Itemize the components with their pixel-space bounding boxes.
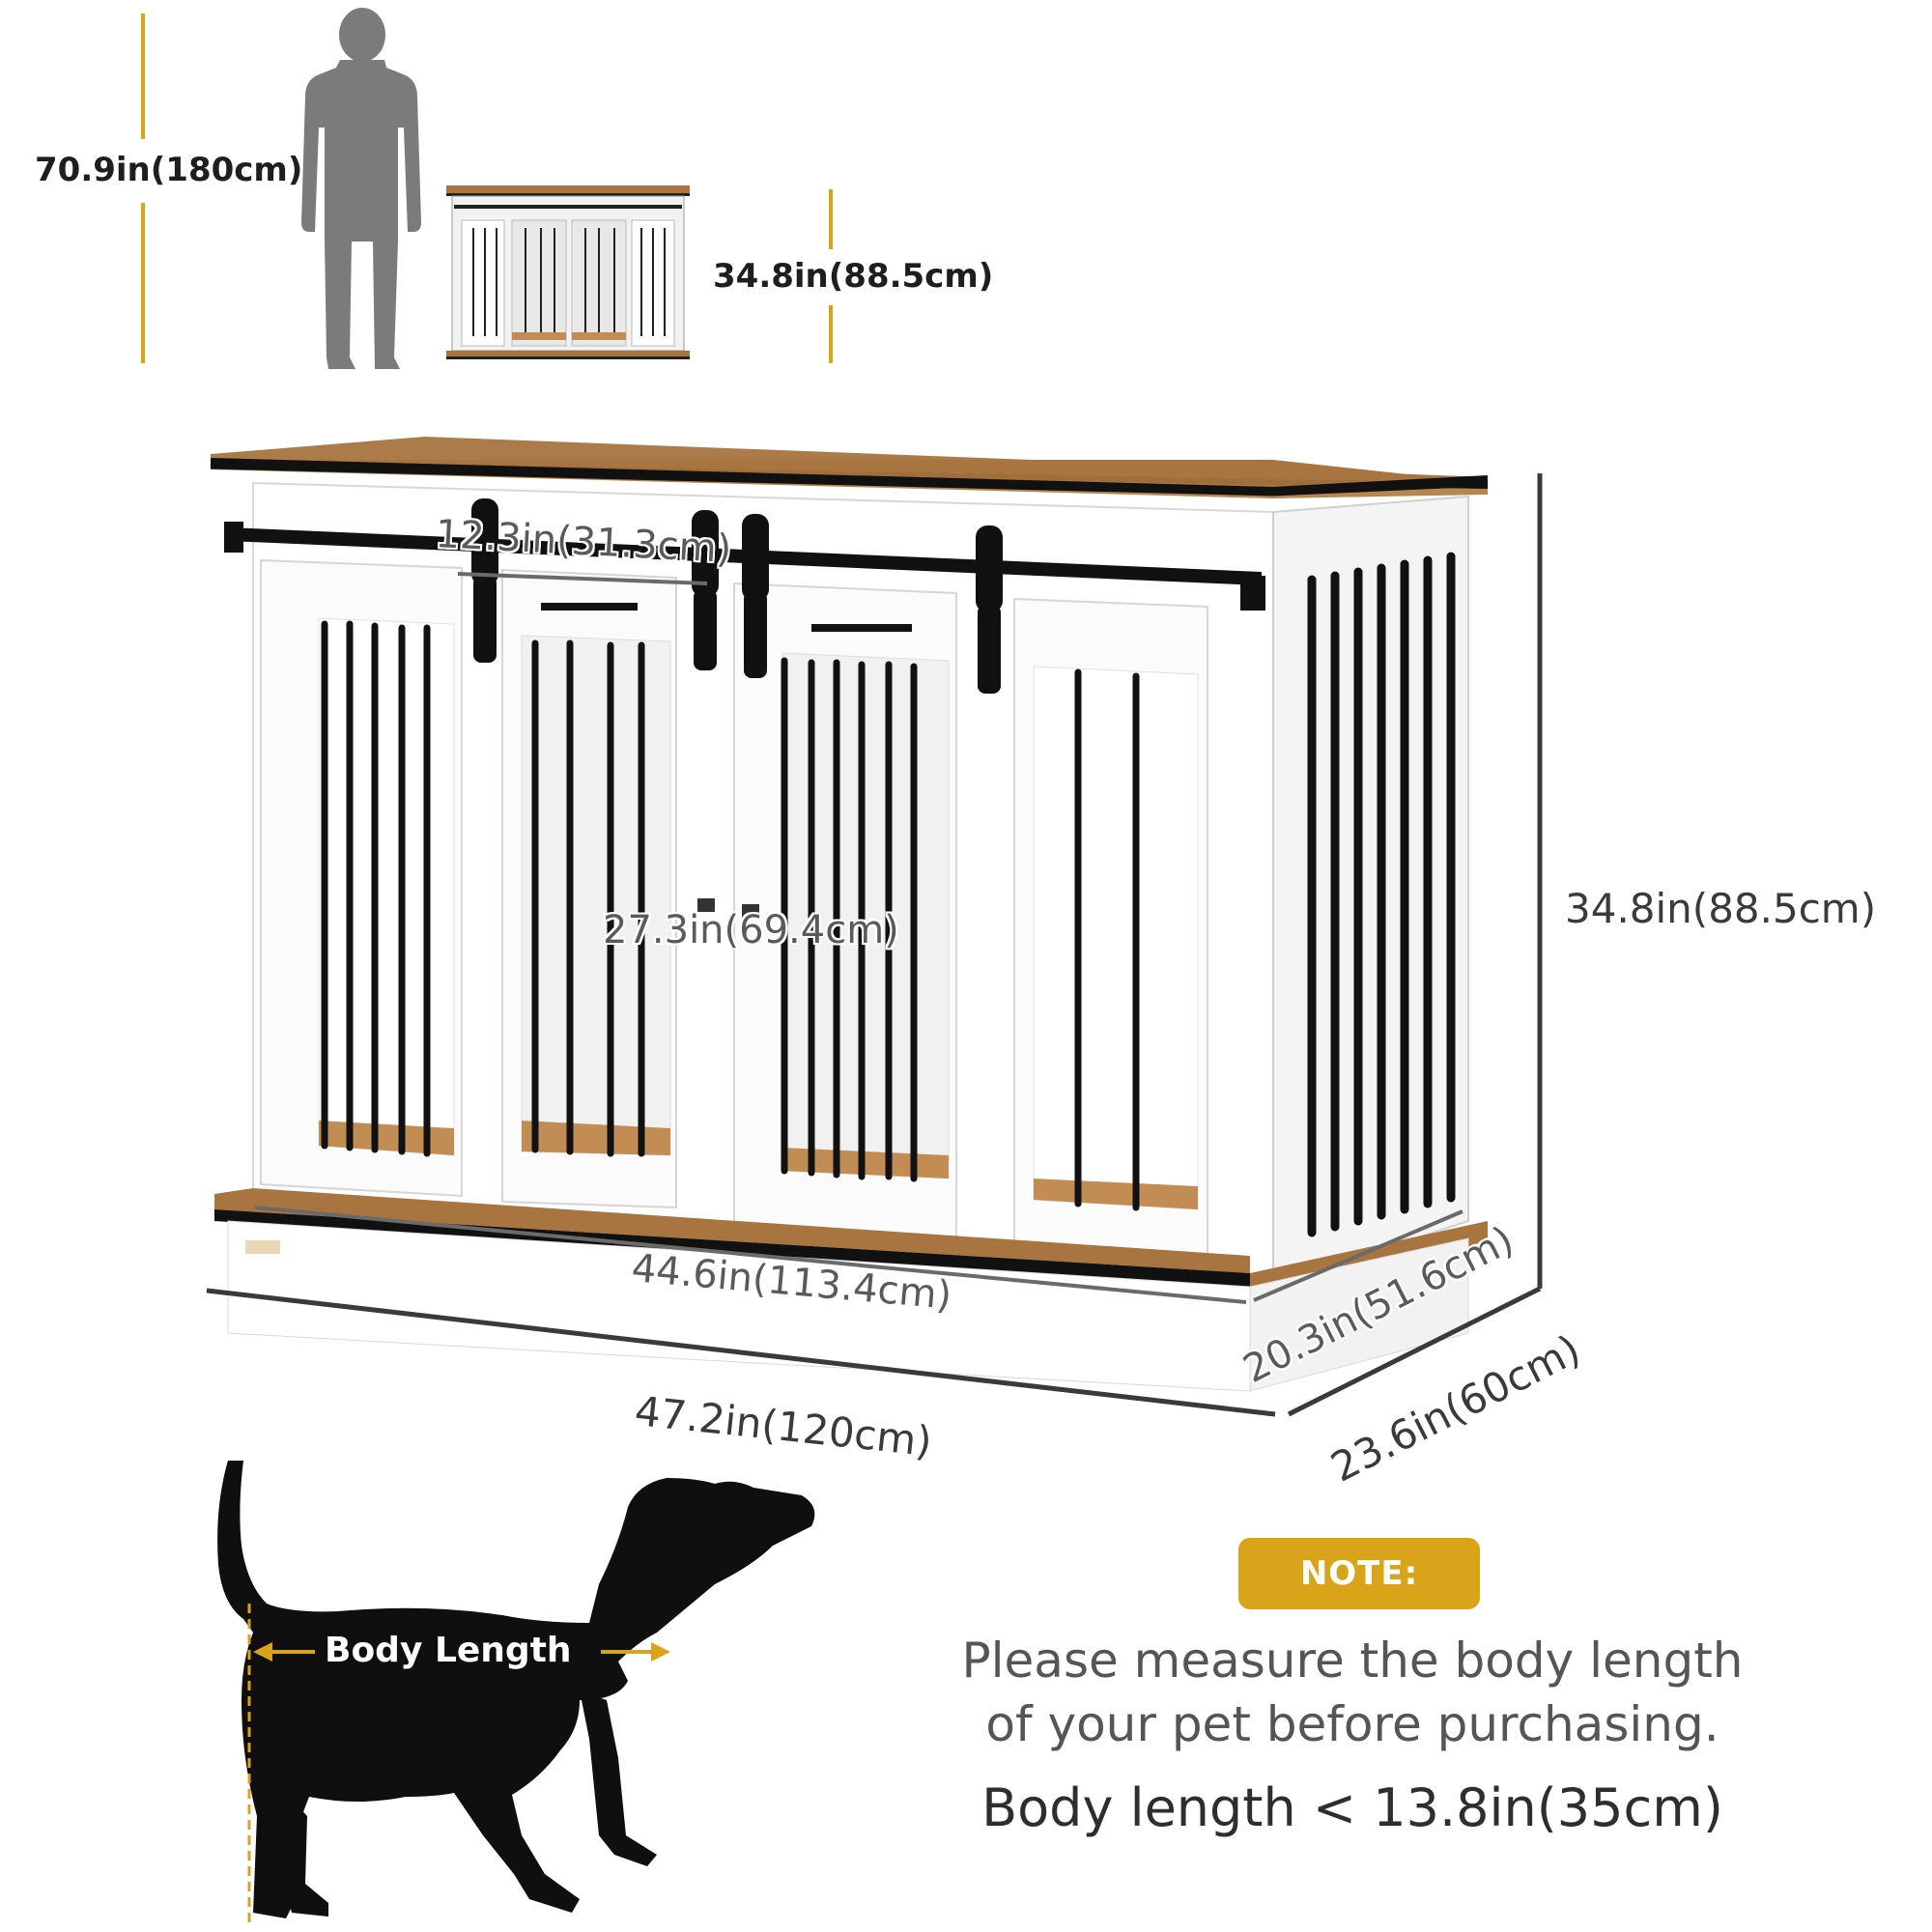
body-length-limit: Body length < 13.8in(35cm) <box>981 1777 1723 1838</box>
body-length-label: Body Length <box>325 1631 572 1670</box>
dog-silhouette <box>217 1461 815 1922</box>
cabinet-height-label: 34.8in(88.5cm) <box>1565 885 1877 932</box>
note-line-2: of your pet before purchasing. <box>985 1696 1719 1752</box>
scale-comparison <box>141 8 833 369</box>
note-badge: NOTE: <box>1238 1538 1480 1609</box>
cabinet-illustration <box>206 437 1543 1417</box>
person-icon <box>301 8 421 369</box>
small-cabinet-icon <box>446 185 690 359</box>
inner-height-label: 27.3in(69.4cm) <box>603 908 899 952</box>
note-line-1: Please measure the body length <box>961 1633 1744 1689</box>
small-cabinet-height-label: 34.8in(88.5cm) <box>713 257 994 296</box>
note-badge-text: NOTE: <box>1299 1554 1419 1593</box>
person-height-label: 70.9in(180cm) <box>35 151 303 189</box>
dog-icon <box>217 1461 815 1918</box>
